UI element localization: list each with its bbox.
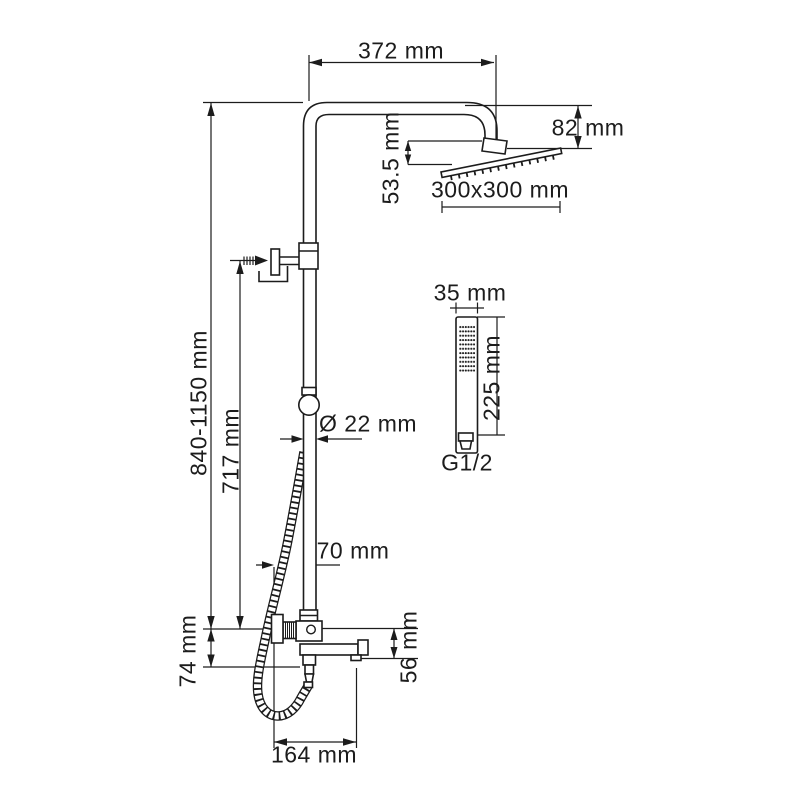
spout <box>299 643 359 656</box>
dim-bracket-to-mixer-label: 717 mm <box>217 407 244 495</box>
dim-handshower-width-label: 35 mm <box>433 279 507 306</box>
dim-pipe-diameter-label: Ø 22 mm <box>318 410 418 437</box>
slider-holder <box>297 386 320 416</box>
dimension-lines <box>203 55 592 748</box>
dim-top-arm-width-label: 372 mm <box>357 37 445 64</box>
dim-spout-reach-label: 164 mm <box>270 741 358 768</box>
hose-outlet <box>303 681 314 689</box>
thread-label: G1/2 <box>441 449 493 476</box>
shower-hose <box>252 451 313 721</box>
wall-bracket <box>258 242 319 283</box>
hand-shower <box>455 316 479 454</box>
dim-handshower-length-label: 225 mm <box>478 334 505 422</box>
dim-wall-to-pipe-label: 70 mm <box>316 537 390 564</box>
hand-shower-connector <box>458 440 473 450</box>
dim-mixer-offset-label: 74 mm <box>174 614 201 688</box>
dim-head-size-label: 300x300 mm <box>431 176 569 203</box>
dim-head-offset-label: 53.5 mm <box>377 111 404 205</box>
hand-shower-sprayface <box>459 325 475 372</box>
dim-head-drop-label: 82 mm <box>551 114 625 141</box>
dim-spout-drop-label: 56 mm <box>395 610 422 684</box>
overhead-shower-head <box>440 147 563 181</box>
mixer-valve <box>270 609 369 689</box>
bracket-hook <box>258 266 289 283</box>
dimension-arrowheads <box>207 58 582 746</box>
spout-aerator <box>350 654 362 662</box>
dim-column-height-label: 840-1150 mm <box>185 330 212 476</box>
head-ball-joint <box>481 137 508 155</box>
holder-knob <box>297 393 320 416</box>
